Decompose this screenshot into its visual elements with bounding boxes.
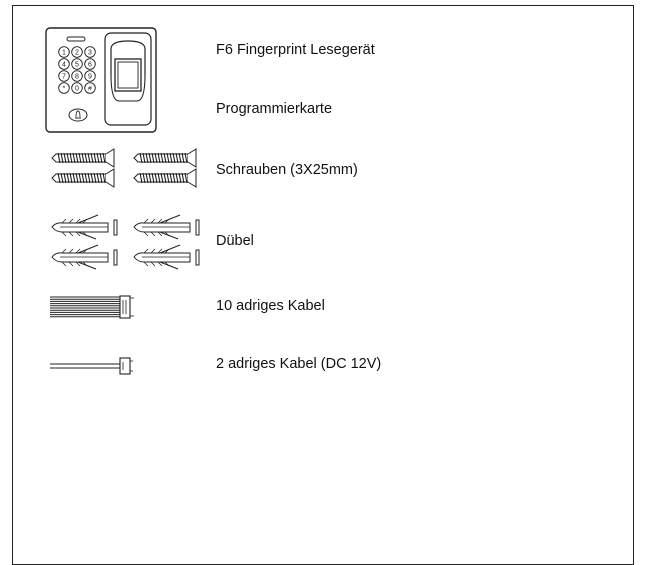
svg-text:2: 2	[75, 50, 79, 57]
screw	[51, 148, 115, 168]
svg-text:6: 6	[88, 62, 92, 69]
wall-plug	[133, 214, 200, 240]
keypad-key: 7	[58, 70, 70, 82]
wall-plugs-label: Dübel	[216, 233, 254, 249]
wall-plugs-icon	[50, 212, 200, 272]
svg-text:0: 0	[75, 86, 79, 93]
keypad-key: 8	[71, 70, 83, 82]
screws-icon	[50, 148, 200, 190]
fingerprint-reader-label: F6 Fingerprint Lesegerät	[216, 42, 375, 58]
ribbon-cable-icon	[50, 292, 140, 322]
svg-text:#: #	[88, 86, 92, 93]
screw	[133, 168, 197, 188]
keypad: 1 2 3 4 5 6 7 8 9 * 0 #	[58, 46, 96, 94]
keypad-key: #	[84, 82, 96, 94]
svg-text:4: 4	[62, 62, 66, 69]
keypad-key: 4	[58, 58, 70, 70]
screw	[51, 168, 115, 188]
svg-text:*: *	[63, 86, 66, 93]
keypad-key: 5	[71, 58, 83, 70]
wall-plug	[51, 214, 118, 240]
programming-card-label: Programmierkarte	[216, 101, 333, 117]
svg-text:9: 9	[88, 74, 92, 81]
screw	[133, 148, 197, 168]
screws-label: Schrauben (3X25mm)	[216, 162, 358, 178]
keypad-key: 1	[58, 46, 70, 58]
svg-text:8: 8	[75, 74, 79, 81]
wall-plug	[51, 244, 118, 270]
keypad-key: *	[58, 82, 70, 94]
fingerprint-reader-icon: 1 2 3 4 5 6 7 8 9 * 0 #	[45, 27, 157, 133]
svg-text:7: 7	[62, 74, 66, 81]
wall-plug	[133, 244, 200, 270]
svg-text:1: 1	[62, 50, 66, 57]
keypad-key: 0	[71, 82, 83, 94]
svg-text:5: 5	[75, 62, 79, 69]
keypad-key: 6	[84, 58, 96, 70]
power-cable-icon	[50, 355, 140, 377]
keypad-key: 2	[71, 46, 83, 58]
keypad-key: 3	[84, 46, 96, 58]
svg-text:3: 3	[88, 50, 92, 57]
ribbon-cable-label: 10 adriges Kabel	[216, 298, 325, 314]
keypad-key: 9	[84, 70, 96, 82]
power-cable-label: 2 adriges Kabel (DC 12V)	[216, 356, 382, 372]
